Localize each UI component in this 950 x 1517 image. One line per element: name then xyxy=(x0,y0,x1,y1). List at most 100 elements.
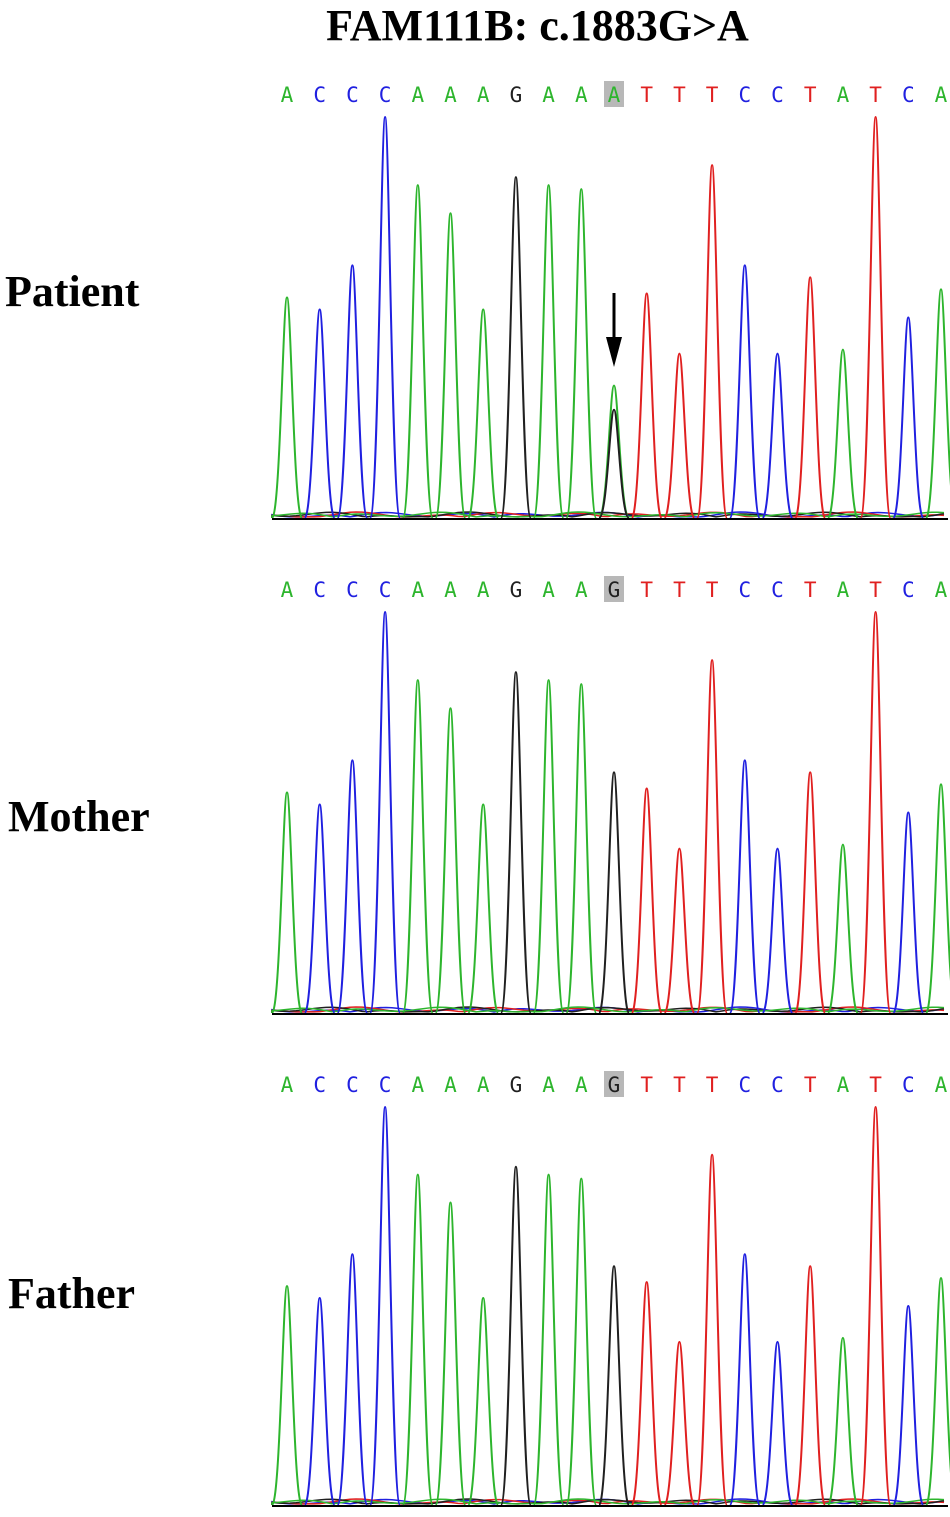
base-call: C xyxy=(738,1073,751,1097)
trace-peak xyxy=(892,1304,925,1506)
base-call: A xyxy=(411,1073,424,1097)
base-call: T xyxy=(869,1073,882,1097)
trace-peak xyxy=(434,212,467,519)
trace-peak xyxy=(892,316,925,519)
base-call: A xyxy=(477,578,490,602)
base-call: T xyxy=(804,578,817,602)
trace-peak xyxy=(598,408,630,519)
trace-peak xyxy=(369,1105,402,1506)
base-call: A xyxy=(837,578,850,602)
base-call: C xyxy=(379,578,392,602)
trace-peak xyxy=(794,276,827,519)
trace-peak xyxy=(696,164,729,519)
base-call: A xyxy=(542,578,555,602)
base-call: T xyxy=(804,1073,817,1097)
base-call: T xyxy=(869,83,882,107)
trace-peak xyxy=(826,843,859,1014)
trace-peak xyxy=(728,264,761,519)
trace-peak xyxy=(401,1173,434,1506)
trace-peak xyxy=(532,1173,565,1506)
trace-peak xyxy=(565,683,598,1014)
trace-peak xyxy=(925,1277,950,1506)
trace-peak xyxy=(598,1265,630,1506)
trace-peak xyxy=(728,759,761,1014)
trace-peak xyxy=(630,1281,663,1506)
base-call: A xyxy=(444,1073,457,1097)
variant-highlight xyxy=(604,1071,624,1097)
base-call: C xyxy=(346,1073,359,1097)
base-call: A xyxy=(411,83,424,107)
trace-peak xyxy=(303,1297,336,1506)
base-call: C xyxy=(313,578,326,602)
trace-peak xyxy=(271,791,303,1014)
trace-peak xyxy=(925,783,950,1014)
base-call: T xyxy=(706,1073,719,1097)
trace-peak xyxy=(532,184,565,519)
base-call: C xyxy=(902,1073,915,1097)
label-patient: Patient xyxy=(5,267,140,316)
trace-peak xyxy=(401,679,434,1014)
trace-peak xyxy=(532,679,565,1014)
trace-peak xyxy=(499,1165,532,1506)
base-call: C xyxy=(379,1073,392,1097)
figure-title: FAM111B: c.1883G>A xyxy=(326,1,749,50)
trace-peak xyxy=(663,352,696,519)
base-call: A xyxy=(281,1073,294,1097)
trace-peak xyxy=(859,1105,892,1506)
trace-peak xyxy=(271,296,303,519)
trace-peak xyxy=(467,308,500,519)
variant-arrow-icon xyxy=(606,337,622,367)
trace-peak xyxy=(598,384,630,519)
trace-peak xyxy=(467,803,500,1014)
trace-peak xyxy=(434,1201,467,1506)
base-call: A xyxy=(444,578,457,602)
base-call: T xyxy=(673,1073,686,1097)
base-call: C xyxy=(379,83,392,107)
base-call: C xyxy=(771,83,784,107)
base-call: A xyxy=(935,83,948,107)
trace-peak xyxy=(369,115,402,519)
trace-peak xyxy=(794,771,827,1014)
base-call: A xyxy=(575,83,588,107)
base-call: C xyxy=(902,83,915,107)
base-call: T xyxy=(640,83,653,107)
trace-peak xyxy=(630,292,663,519)
base-call: C xyxy=(313,1073,326,1097)
trace-peak xyxy=(401,184,434,519)
baseline-trace xyxy=(271,511,945,518)
baseline-trace xyxy=(271,1006,945,1013)
trace-peak xyxy=(336,1253,369,1506)
base-call: A xyxy=(575,1073,588,1097)
base-call: G xyxy=(510,578,523,602)
trace-peak xyxy=(761,847,794,1014)
base-call: A xyxy=(477,83,490,107)
trace-peak xyxy=(826,348,859,519)
trace-peak xyxy=(761,352,794,519)
trace-peak xyxy=(630,787,663,1014)
trace-peak xyxy=(565,1177,598,1506)
base-call: A xyxy=(608,83,621,107)
trace-peak xyxy=(859,115,892,519)
base-call: T xyxy=(706,83,719,107)
base-call: T xyxy=(869,578,882,602)
baseline-trace xyxy=(271,1498,945,1505)
trace-peak xyxy=(434,707,467,1014)
base-call: A xyxy=(281,578,294,602)
base-call: G xyxy=(608,578,621,602)
base-call: C xyxy=(771,578,784,602)
base-call: T xyxy=(804,83,817,107)
trace-peak xyxy=(696,659,729,1014)
trace-peak xyxy=(892,811,925,1014)
trace-peak xyxy=(467,1297,500,1506)
base-call: A xyxy=(935,578,948,602)
trace-peak xyxy=(663,847,696,1014)
trace-peak xyxy=(794,1265,827,1506)
trace-peak xyxy=(336,264,369,519)
base-call: C xyxy=(902,578,915,602)
